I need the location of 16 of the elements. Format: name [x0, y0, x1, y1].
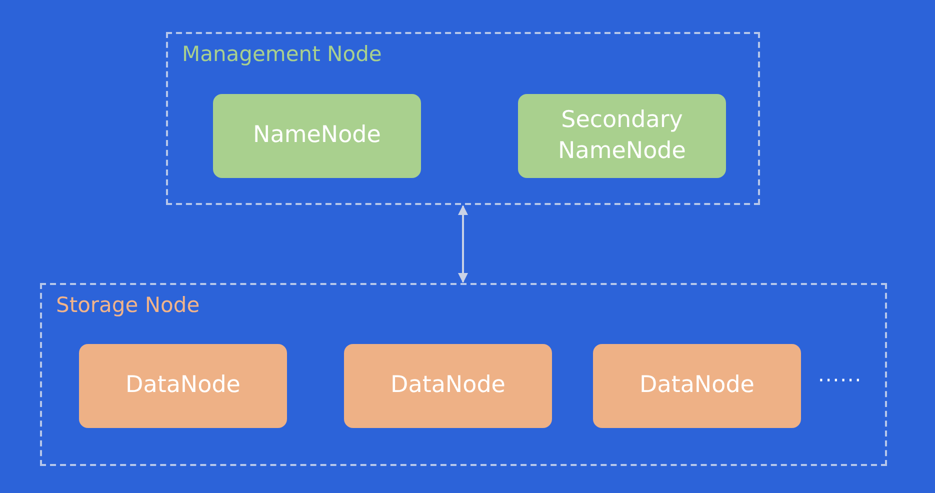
process-box: [213, 94, 421, 178]
ellipsis-text: ······: [818, 368, 862, 392]
node-label: DataNode: [640, 371, 754, 400]
node-label: DataNode: [390, 371, 506, 400]
group-title: Management Node: [182, 42, 382, 66]
process-box: [593, 344, 801, 428]
node-label: NameNode: [253, 121, 381, 150]
group-title: Storage Node: [56, 293, 200, 317]
group-frame: [40, 283, 887, 466]
process-box: [518, 94, 726, 178]
group-frame: [166, 32, 760, 205]
process-box: [79, 344, 287, 428]
node-label: DataNode: [126, 371, 240, 400]
node-label: Secondary NameNode: [557, 106, 687, 166]
double-arrow: [458, 205, 468, 283]
process-box: [344, 344, 552, 428]
